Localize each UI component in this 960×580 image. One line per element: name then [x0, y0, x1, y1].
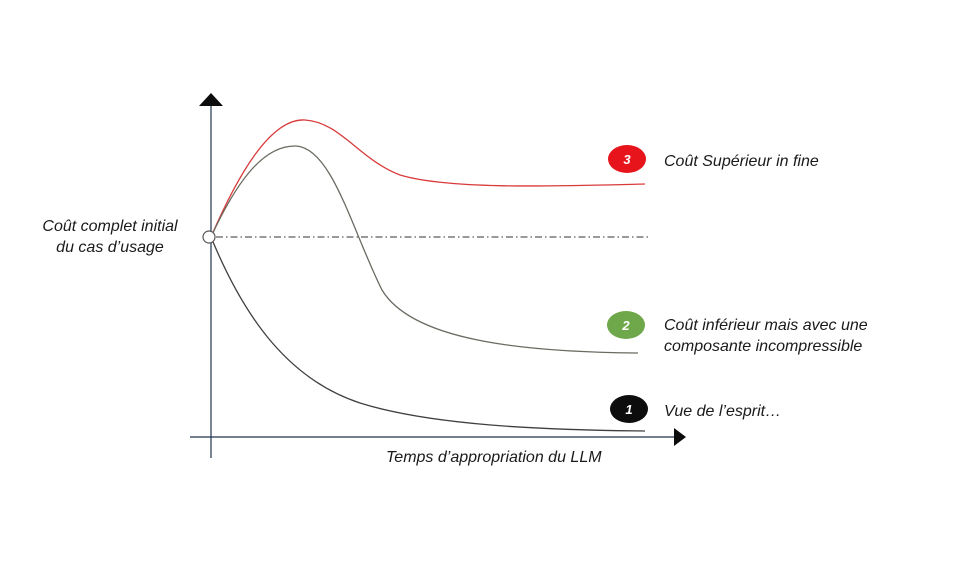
y-axis-label-line2: du cas d’usage — [56, 239, 164, 256]
scenario-3-badge: 3 — [608, 145, 646, 173]
scenario-3-curve — [210, 119, 646, 238]
y-axis-label-line1: Coût complet initial — [42, 218, 178, 235]
x-axis-arrowhead — [674, 428, 686, 446]
scenario-1-label: Vue de l’esprit… — [664, 403, 782, 420]
scenario-3-label: Coût Supérieur in fine — [664, 153, 819, 170]
x-axis-label: Temps d’appropriation du LLM — [386, 449, 602, 466]
scenario-2-label-line2: composante incompressible — [664, 338, 863, 355]
scenario-2-curve — [210, 145, 639, 354]
y-axis-arrowhead — [199, 93, 223, 106]
y-axis-label: Coût complet initial du cas d’usage — [24, 216, 196, 258]
scenario-2-label-line1: Coût inférieur mais avec une — [664, 317, 868, 334]
scenario-1-curve — [210, 236, 646, 432]
scenario-2-label: Coût inférieur mais avec une composante … — [664, 315, 868, 357]
scenario-1-badge: 1 — [610, 395, 648, 423]
initial-cost-point — [202, 230, 216, 244]
scenario-2-badge: 2 — [607, 311, 645, 339]
